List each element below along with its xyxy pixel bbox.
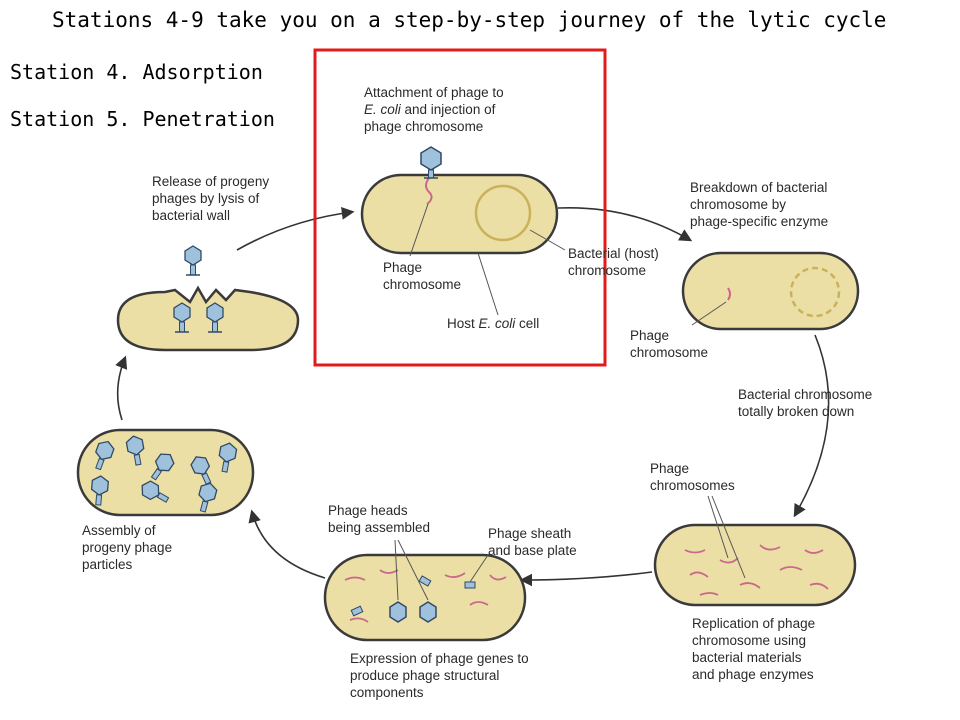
svg-text:Replication of phage: Replication of phage: [692, 616, 815, 631]
label-phage-chromosome-b: Phage chromosome: [630, 328, 708, 360]
cell-assembly: [76, 428, 255, 517]
svg-text:totally broken down: totally broken down: [738, 404, 854, 419]
svg-text:and phage enzymes: and phage enzymes: [692, 667, 814, 682]
host-cell: [323, 553, 527, 642]
slide-title: Stations 4-9 take you on a step-by-step …: [52, 8, 887, 32]
injected-phage-chromosome: [425, 177, 433, 205]
phage-icon: [150, 453, 175, 481]
fragmenting-host-chromosome: [789, 266, 841, 318]
host-cell: [653, 523, 857, 607]
host-cell: [681, 251, 860, 331]
svg-text:bacterial wall: bacterial wall: [152, 208, 230, 223]
arrow-attach-to-breakdown: [557, 206, 693, 242]
arrow-expression-to-assembly: [248, 509, 326, 579]
svg-text:chromosome by: chromosome by: [690, 197, 786, 212]
svg-text:chromosome using: chromosome using: [692, 633, 806, 648]
cycle-arrows: [115, 206, 830, 587]
svg-text:and base plate: and base plate: [488, 543, 577, 558]
highlight-box: [313, 48, 607, 367]
label-attachment: Attachment of phage to E. coli and injec…: [364, 85, 504, 134]
phage-head: [389, 601, 407, 623]
label-release: Release of progeny phages by lysis of ba…: [152, 174, 269, 223]
cell-expression: [323, 539, 527, 642]
svg-text:Phage: Phage: [630, 328, 669, 343]
label-totally-broken: Bacterial chromosome totally broken down: [738, 387, 872, 419]
phage-icon: [198, 482, 218, 513]
svg-text:Phage: Phage: [383, 260, 422, 275]
svg-text:particles: particles: [82, 557, 133, 572]
lysed-host-cell: [116, 285, 300, 352]
cell-breakdown: [681, 251, 860, 331]
label-sheath: Phage sheath and base plate: [488, 526, 577, 558]
phage-icon: [125, 435, 145, 466]
svg-text:Assembly of: Assembly of: [82, 523, 156, 538]
svg-text:phage chromosome: phage chromosome: [364, 119, 483, 134]
cell-replication: [653, 495, 857, 607]
cell-attachment: [360, 146, 559, 255]
svg-text:progeny phage: progeny phage: [82, 540, 172, 555]
svg-text:Release of progeny: Release of progeny: [152, 174, 269, 189]
svg-text:Host E. coli cell: Host E. coli cell: [447, 316, 539, 331]
host-cell: [360, 173, 559, 255]
arrow-assembly-to-release: [115, 355, 128, 421]
phage-icon: [184, 245, 202, 276]
svg-text:Phage heads: Phage heads: [328, 503, 408, 518]
svg-text:chromosome: chromosome: [383, 277, 461, 292]
arrow-release-to-attach: [236, 206, 355, 251]
arrow-replication-to-expression: [519, 571, 653, 587]
phage-icon: [206, 302, 224, 333]
svg-text:chromosomes: chromosomes: [650, 478, 735, 493]
svg-text:chromosome: chromosome: [630, 345, 708, 360]
phage-chromosome-copies: [684, 544, 829, 596]
label-host-cell: Host E. coli cell: [447, 316, 539, 331]
label-bacterial-host-chromosome: Bacterial (host) chromosome: [568, 246, 659, 278]
svg-text:phages by lysis of: phages by lysis of: [152, 191, 260, 206]
svg-text:E. coli and injection of: E. coli and injection of: [364, 102, 496, 117]
cell-release: [116, 245, 300, 352]
svg-text:Expression of phage genes to: Expression of phage genes to: [350, 651, 529, 666]
host-chromosome: [474, 184, 532, 242]
svg-text:phage-specific enzyme: phage-specific enzyme: [690, 214, 828, 229]
svg-text:components: components: [350, 685, 424, 700]
label-assembly: Assembly of progeny phage particles: [82, 523, 172, 572]
phage-icon: [90, 475, 109, 506]
phage-icon: [173, 302, 191, 333]
svg-text:being assembled: being assembled: [328, 520, 430, 535]
svg-text:Attachment of phage to: Attachment of phage to: [364, 85, 504, 100]
svg-text:chromosome: chromosome: [568, 263, 646, 278]
pointer-line: [691, 301, 727, 326]
svg-text:Bacterial chromosome: Bacterial chromosome: [738, 387, 872, 402]
label-phage-chromosomes: Phage chromosomes: [650, 461, 735, 493]
svg-text:Bacterial (host): Bacterial (host): [568, 246, 659, 261]
phage-icon: [190, 456, 212, 485]
phage-icon: [95, 440, 115, 471]
phage-chromosome: [727, 287, 731, 301]
svg-text:Breakdown of bacterial: Breakdown of bacterial: [690, 180, 827, 195]
arrow-breakdown-to-replication: [793, 334, 830, 518]
phage-head: [419, 601, 437, 623]
phage-icon: [141, 480, 170, 503]
svg-text:bacterial materials: bacterial materials: [692, 650, 802, 665]
label-phage-heads: Phage heads being assembled: [328, 503, 430, 535]
phage-icon: [420, 146, 442, 179]
attach-pointer-lines: [409, 203, 566, 316]
svg-text:Phage: Phage: [650, 461, 689, 476]
station-5-label: Station 5. Penetration: [10, 107, 275, 131]
svg-text:produce phage structural: produce phage structural: [350, 668, 499, 683]
label-phage-chromosome-a: Phage chromosome: [383, 260, 461, 292]
svg-text:Phage sheath: Phage sheath: [488, 526, 571, 541]
pointer-lines: [394, 539, 489, 601]
pointer-lines: [707, 495, 746, 579]
label-replication: Replication of phage chromosome using ba…: [692, 616, 815, 682]
label-breakdown: Breakdown of bacterial chromosome by pha…: [690, 180, 828, 229]
station-4-label: Station 4. Adsorption: [10, 60, 263, 84]
label-expression: Expression of phage genes to produce pha…: [350, 651, 529, 700]
phage-icon: [218, 442, 238, 473]
assembled-phages: [90, 435, 238, 513]
